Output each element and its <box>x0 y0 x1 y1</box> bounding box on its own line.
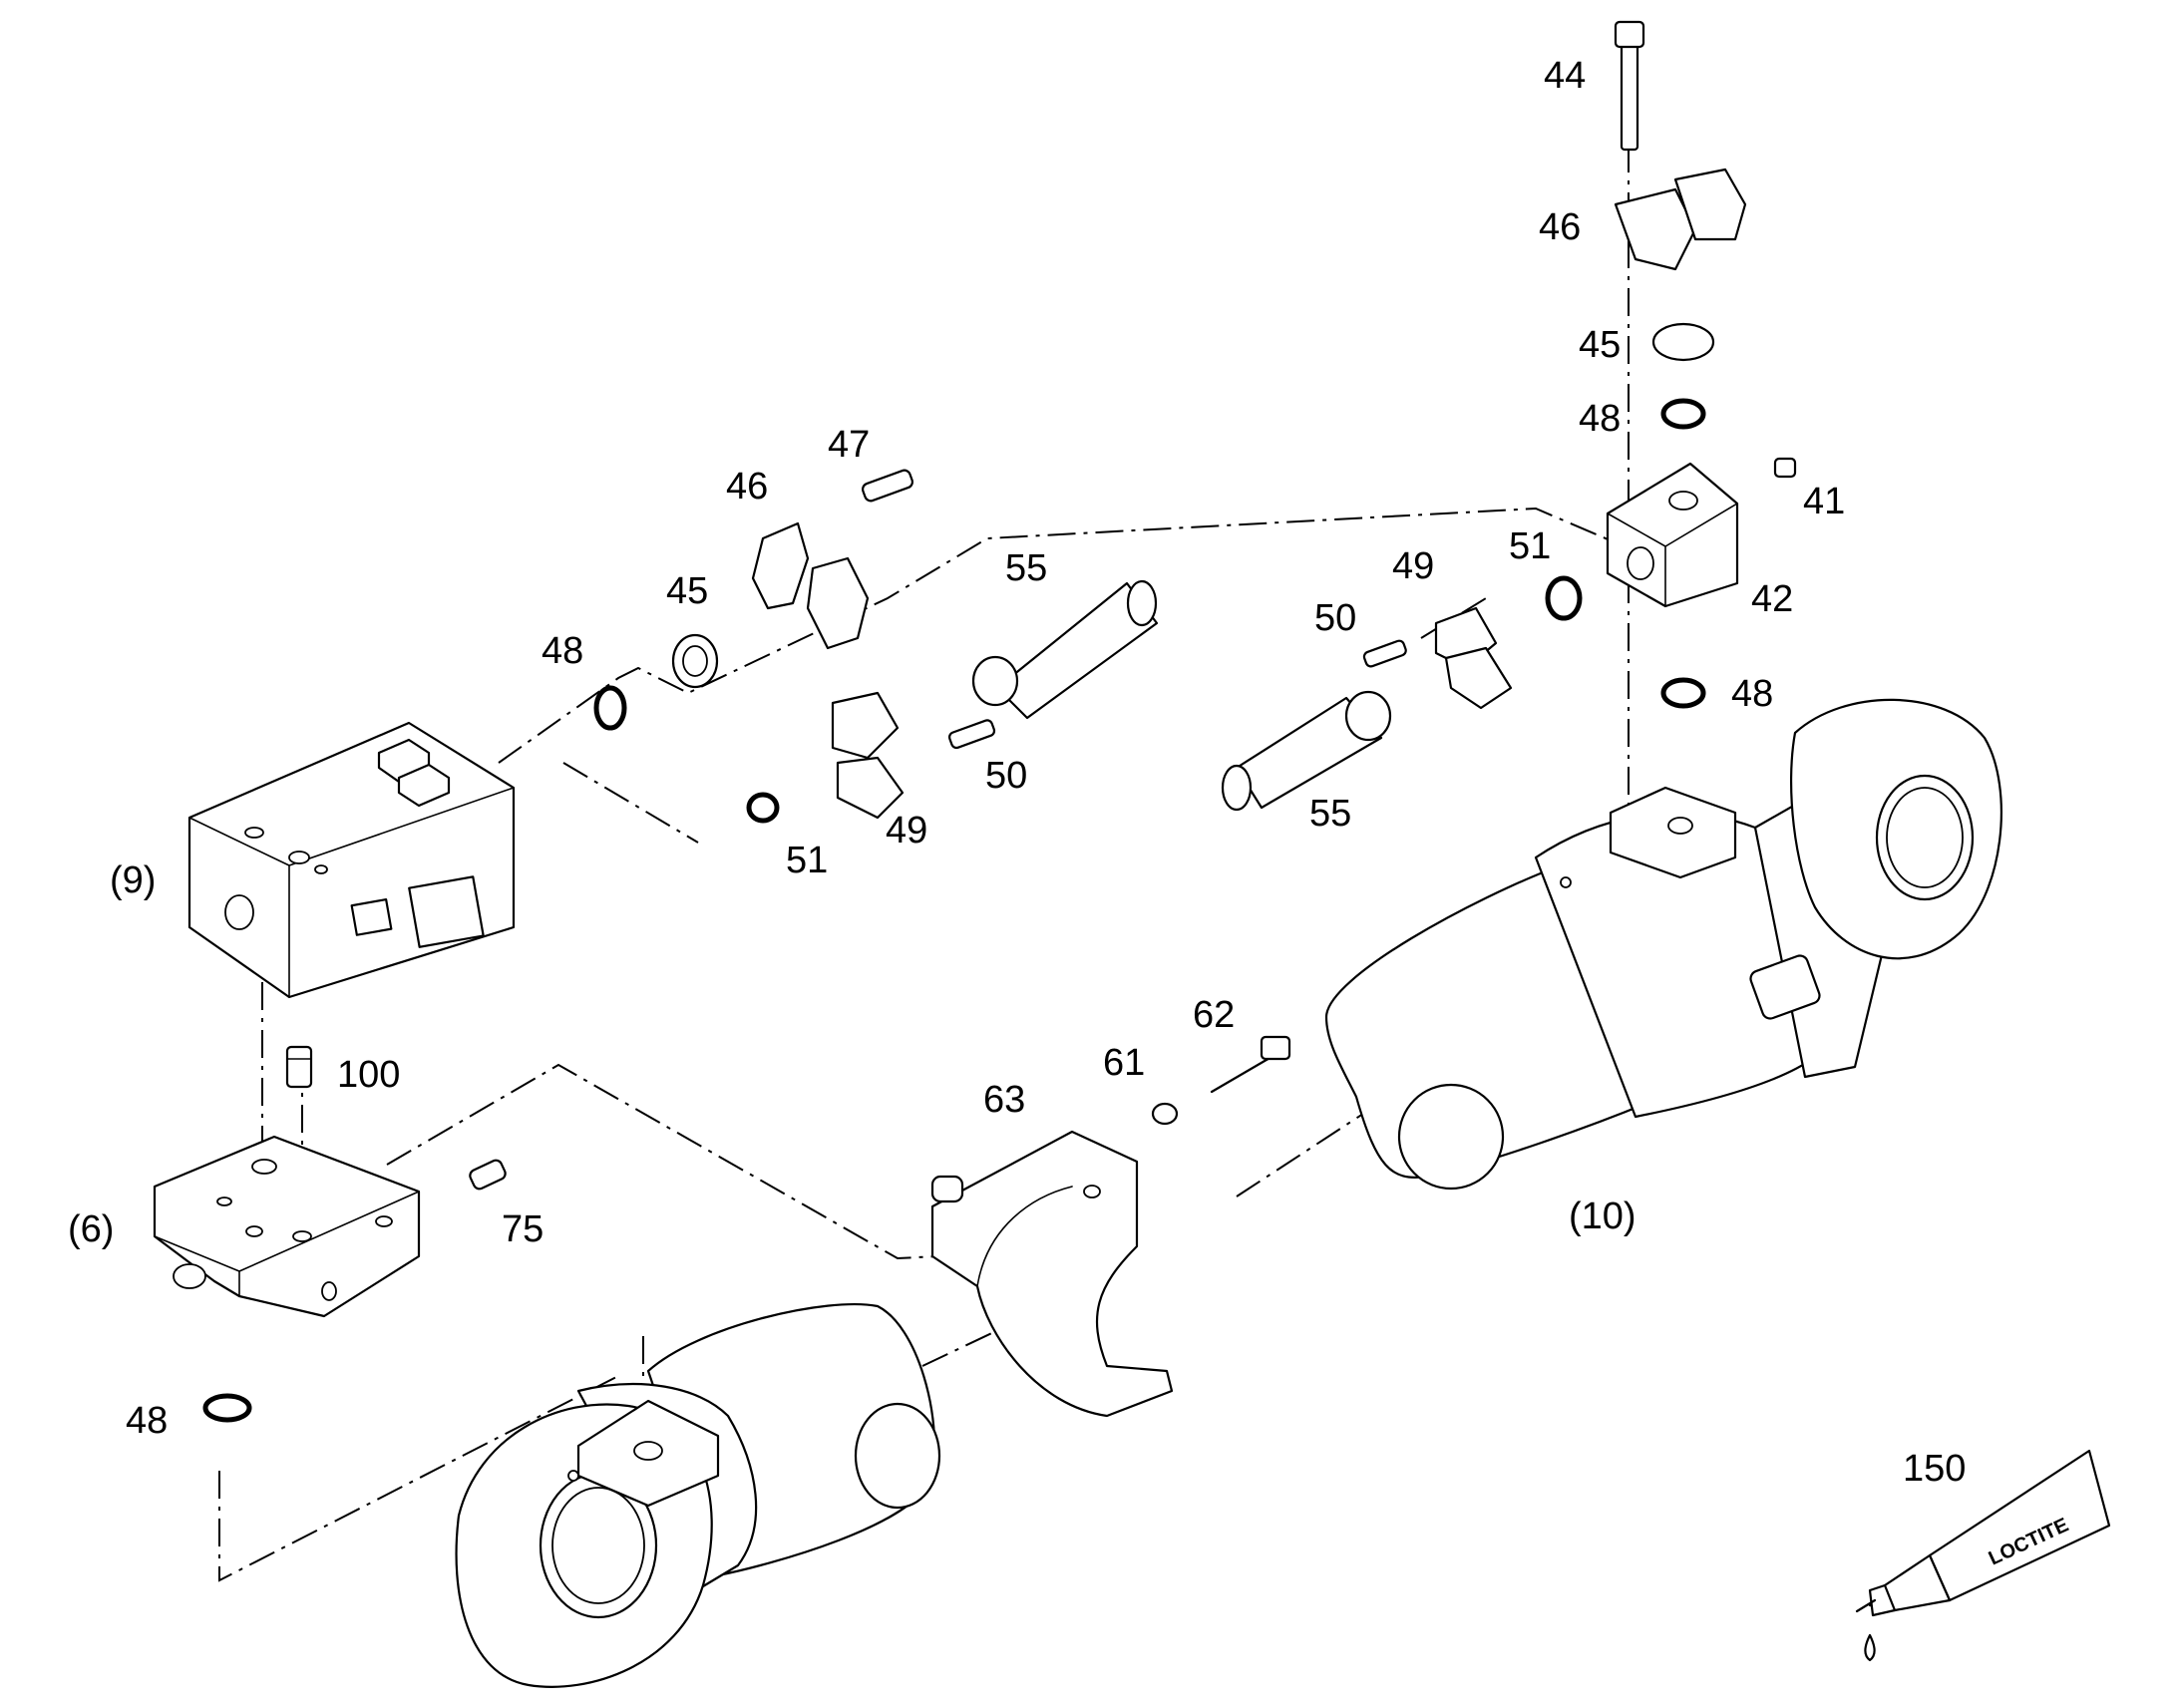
callout-50-left: 50 <box>985 755 1027 797</box>
callout-51-right: 51 <box>1509 525 1551 567</box>
plug-fitting-75 <box>469 1159 507 1191</box>
callout-100: 100 <box>337 1054 400 1096</box>
valve-block-9 <box>187 721 516 999</box>
callout-42: 42 <box>1751 578 1793 620</box>
clamp-63 <box>930 1130 1174 1418</box>
callout-9: (9) <box>110 859 156 901</box>
callout-50-right: 50 <box>1314 597 1356 639</box>
callout-48-bottom: 48 <box>126 1400 168 1442</box>
callout-49-right: 49 <box>1392 545 1434 587</box>
callout-63: 63 <box>983 1079 1025 1121</box>
callout-41: 41 <box>1803 481 1845 522</box>
callout-49-left: 49 <box>886 810 927 852</box>
callout-labels: 44 46 45 48 41 42 51 49 50 48 55 47 46 5… <box>68 55 1966 1490</box>
loctite-tube-150: LOCTITE <box>1855 1449 2111 1662</box>
lower-cylinder <box>455 1302 941 1688</box>
callout-10: (10) <box>1569 1196 1636 1237</box>
callout-61: 61 <box>1103 1042 1145 1084</box>
plug-fitting-100 <box>285 1045 313 1089</box>
callout-46-left: 46 <box>726 466 768 508</box>
o-ring-48-bottom <box>202 1393 252 1423</box>
callout-48-top: 48 <box>1579 398 1621 440</box>
callout-150: 150 <box>1903 1448 1966 1490</box>
left-hose-fittings <box>593 469 1159 824</box>
bolt-62 <box>1210 1035 1291 1094</box>
callout-48-mid-right: 48 <box>1731 673 1773 715</box>
callout-6: (6) <box>68 1208 114 1250</box>
callout-55-left: 55 <box>1005 547 1047 589</box>
callout-45-left: 45 <box>666 570 708 612</box>
callout-75: 75 <box>502 1208 544 1250</box>
callout-45-top: 45 <box>1579 324 1621 366</box>
washer-61 <box>1151 1102 1179 1126</box>
callout-55-right: 55 <box>1309 793 1351 835</box>
callout-46-top: 46 <box>1539 206 1581 248</box>
right-hose-fittings <box>1221 20 1797 812</box>
callout-47: 47 <box>828 424 870 466</box>
callout-48-left: 48 <box>542 630 583 672</box>
callout-62: 62 <box>1193 994 1235 1036</box>
cylinder-assembly-10 <box>1324 698 2002 1191</box>
manifold-plate-6 <box>153 1135 421 1318</box>
callout-44: 44 <box>1544 55 1586 97</box>
callout-51-left: 51 <box>786 840 828 881</box>
